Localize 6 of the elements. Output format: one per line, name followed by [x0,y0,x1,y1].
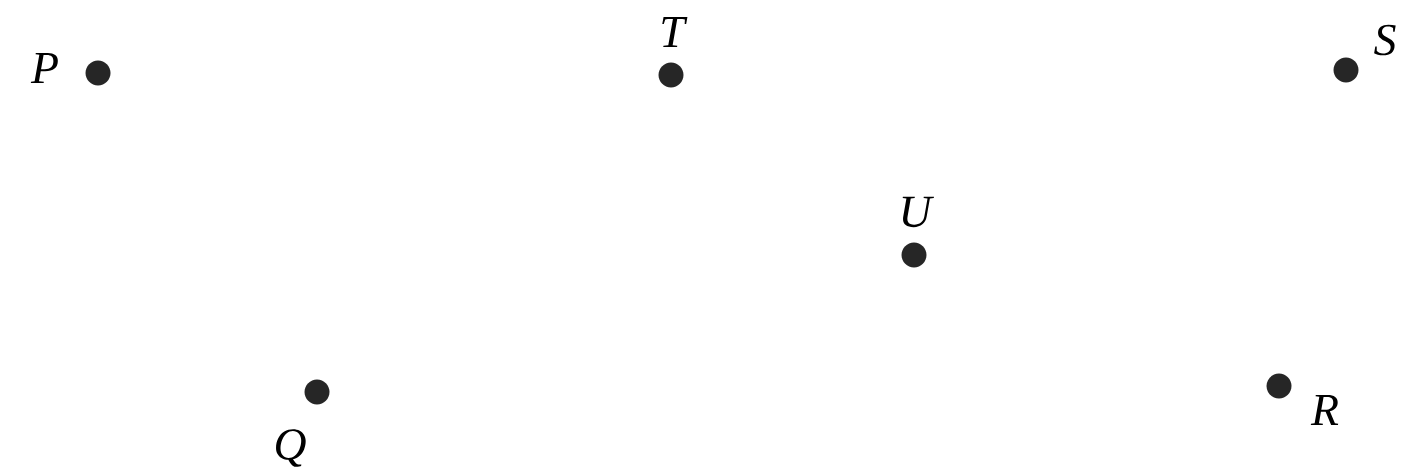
point-label: S [1374,24,1396,56]
point-label: R [1310,395,1339,425]
point-label: P [30,53,58,83]
point-label: Q [276,429,306,467]
point-label: U [902,196,934,228]
point-label: T [662,17,688,47]
